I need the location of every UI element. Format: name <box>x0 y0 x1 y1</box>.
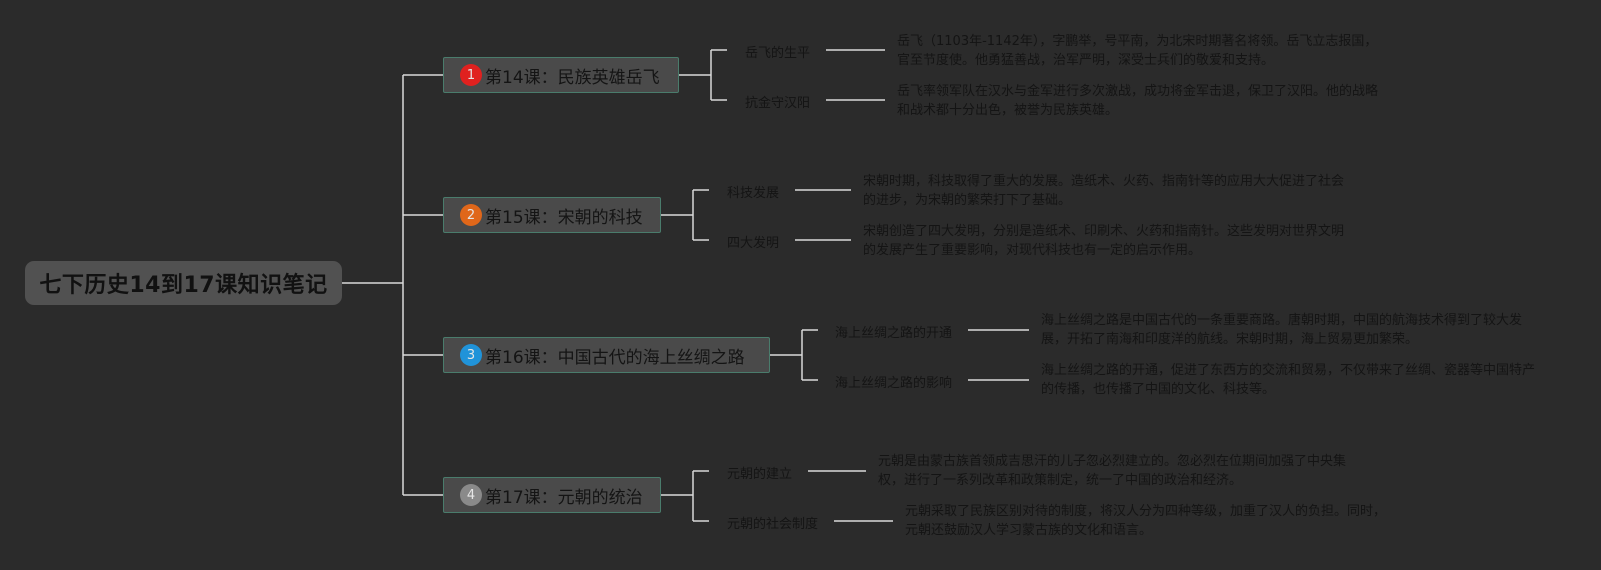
topic-note: 海上丝绸之路是中国古代的一条重要商路。唐朝时期，中国的航海技术得到了较大发展，开… <box>1041 313 1523 347</box>
topic-defend-hanyang[interactable]: 抗金守汉阳 <box>745 96 811 111</box>
topic-silk-road-opening[interactable]: 海上丝绸之路的开通 <box>835 326 953 341</box>
topic-note: 元朝采取了民族区别对待的制度，将汉人分为四种等级，加重了汉人的负担。同时，元朝还… <box>905 504 1387 538</box>
lesson-title: 第16课：中国古代的海上丝绸之路 <box>485 347 745 368</box>
root-node[interactable]: 七下历史14到17课知识笔记 <box>25 261 342 305</box>
lesson-title: 第15课：宋朝的科技 <box>485 207 643 228</box>
topic-note: 岳飞（1103年-1142年），字鹏举，号平南，为北宋时期著名将领。岳飞立志报国… <box>897 34 1378 68</box>
topic-note: 海上丝绸之路的开通，促进了东西方的交流和贸易，不仅带来了丝绸、瓷器等中国特产的传… <box>1041 363 1536 397</box>
topic-yuefei-life[interactable]: 岳飞的生平 <box>745 46 811 61</box>
topic-four-inventions[interactable]: 四大发明 <box>727 236 780 251</box>
lesson-node-16[interactable]: 3 第16课：中国古代的海上丝绸之路 <box>443 337 770 373</box>
topic-yuan-social-system[interactable]: 元朝的社会制度 <box>727 517 819 532</box>
topic-note: 宋朝创造了四大发明，分别是造纸术、印刷术、火药和指南针。这些发明对世界文明的发展… <box>863 224 1345 258</box>
lesson-node-17[interactable]: 4 第17课：元朝的统治 <box>443 477 661 513</box>
lesson-title: 第17课：元朝的统治 <box>485 487 643 508</box>
root-title: 七下历史14到17课知识笔记 <box>39 273 328 298</box>
topic-note: 宋朝时期，科技取得了重大的发展。造纸术、火药、指南针等的应用大大促进了社会的进步… <box>863 174 1345 208</box>
priority-3-icon: 3 <box>460 344 482 366</box>
lesson-node-14[interactable]: 1 第14课：民族英雄岳飞 <box>443 57 679 93</box>
topic-silk-road-impact[interactable]: 海上丝绸之路的影响 <box>835 376 953 391</box>
topic-yuan-founding[interactable]: 元朝的建立 <box>727 467 793 482</box>
topic-tech-development[interactable]: 科技发展 <box>727 186 780 201</box>
topic-note: 元朝是由蒙古族首领成吉思汗的儿子忽必烈建立的。忽必烈在位期间加强了中央集权，进行… <box>878 454 1347 488</box>
priority-2-icon: 2 <box>460 204 482 226</box>
lesson-node-15[interactable]: 2 第15课：宋朝的科技 <box>443 197 661 233</box>
priority-1-icon: 1 <box>460 64 482 86</box>
lesson-title: 第14课：民族英雄岳飞 <box>485 67 660 88</box>
topic-note: 岳飞率领军队在汉水与金军进行多次激战，成功将金军击退，保卫了汉阳。他的战略和战术… <box>897 84 1379 118</box>
priority-4-icon: 4 <box>460 484 482 506</box>
